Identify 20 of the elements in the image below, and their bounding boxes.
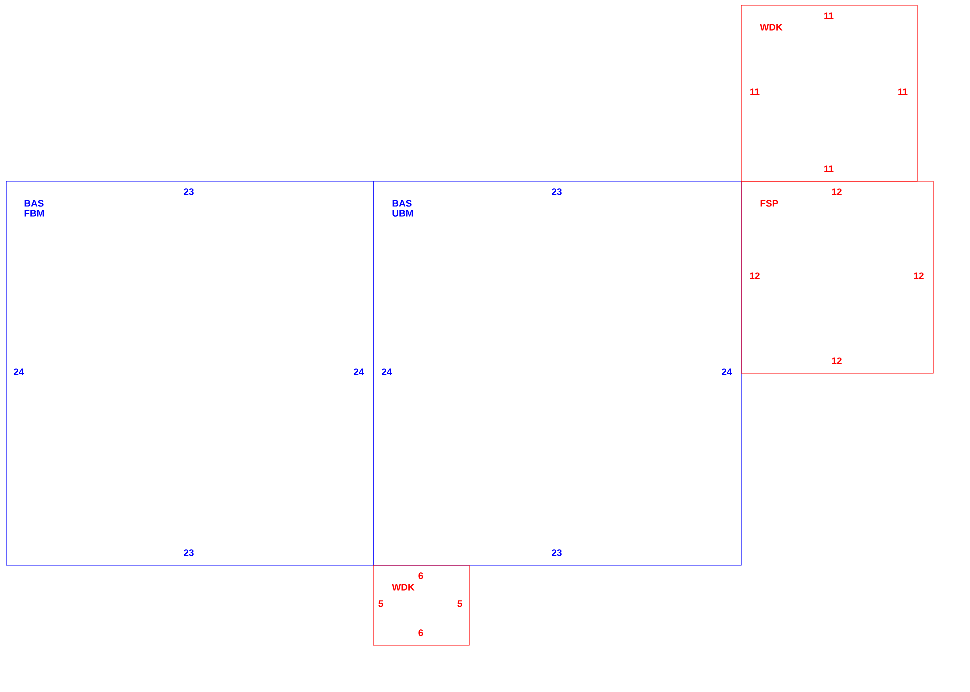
dimension-number: 5 — [458, 600, 462, 608]
dimension-number: 24 — [354, 368, 364, 376]
dimension-number: 6 — [418, 630, 424, 636]
dimension-number: 12 — [832, 358, 842, 364]
dimension-number: 12 — [832, 188, 842, 196]
dimension-number: 11 — [824, 166, 834, 172]
dimension-number: 24 — [722, 368, 732, 376]
dimension-number: 24 — [14, 368, 24, 376]
dimension-number: 23 — [552, 188, 562, 196]
dimension-number: 6 — [418, 572, 424, 580]
dimension-number: 5 — [378, 600, 384, 608]
dimension-number: 11 — [750, 88, 760, 96]
dimension-number: 23 — [184, 550, 194, 556]
dimension-number: 12 — [750, 272, 760, 280]
dimension-number: 23 — [552, 550, 562, 556]
dimension-number: 12 — [914, 272, 924, 280]
dimension-number: 24 — [382, 368, 392, 376]
dimension-number: 11 — [824, 12, 834, 20]
dimension-number: 23 — [184, 188, 194, 196]
dimension-number: 11 — [898, 88, 908, 96]
